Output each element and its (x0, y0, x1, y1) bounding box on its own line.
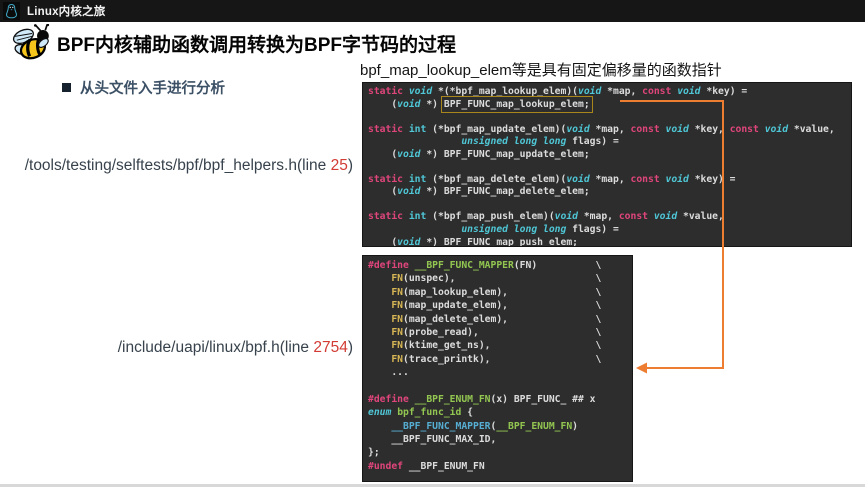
file-path-text: /include/uapi/linux/bpf.h(line (117, 339, 314, 356)
slide-bottom-edge (0, 484, 865, 487)
line-number: 25 (330, 157, 348, 174)
code-block-bpf-helpers: static void *(*bpf_map_lookup_elem)(void… (362, 82, 852, 247)
window-title: Linux内核之旅 (27, 6, 106, 18)
file-path-bpf-h: /include/uapi/linux/bpf.h(line 2754) (0, 339, 353, 357)
bullet-item: 从头文件入手进行分析 (62, 77, 225, 98)
file-path-suffix: ) (347, 157, 353, 174)
page-title: BPF内核辅助函数调用转换为BPF字节码的过程 (57, 35, 457, 56)
code-block-bpf-h: #define __BPF_FUNC_MAPPER(FN) \ FN(unspe… (362, 255, 633, 482)
file-path-suffix: ) (347, 339, 353, 356)
bullet-label: 从头文件入手进行分析 (80, 81, 225, 97)
file-path-text: /tools/testing/selftests/bpf/bpf_helpers… (24, 157, 331, 174)
bullet-square-icon (62, 83, 71, 92)
file-path-bpf-helpers: /tools/testing/selftests/bpf/bpf_helpers… (0, 157, 353, 175)
code-caption: bpf_map_lookup_elem等是具有固定偏移量的函数指针 (360, 62, 722, 79)
window-title-bar: Linux内核之旅 (0, 0, 865, 22)
tux-penguin-icon (3, 2, 20, 20)
bee-icon (12, 24, 50, 60)
line-number: 2754 (313, 339, 348, 356)
